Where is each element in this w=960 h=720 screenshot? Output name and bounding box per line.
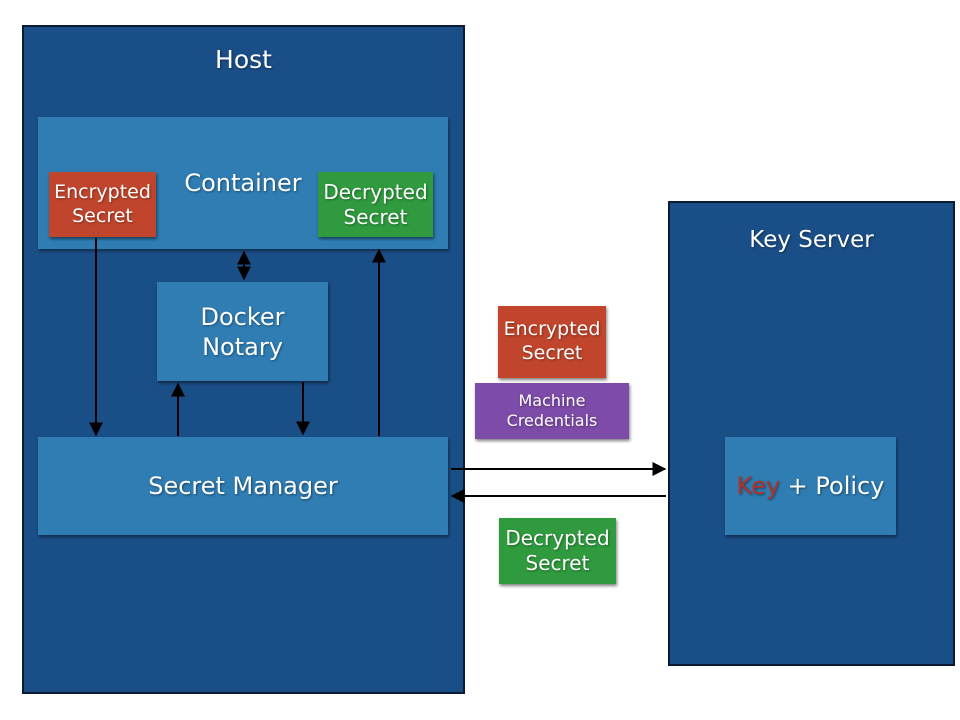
key-word: Key <box>736 472 781 500</box>
transit-encrypted-secret: Encrypted Secret <box>498 306 606 378</box>
host-title: Host <box>215 45 272 74</box>
secret-manager-box: Secret Manager <box>38 437 448 535</box>
chip-line: Credentials <box>506 411 598 430</box>
chip-line: Decrypted <box>323 179 428 204</box>
docker-notary-box: Docker Notary <box>157 282 328 381</box>
key-policy-label: Key + Policy <box>737 472 885 500</box>
chip-line: Machine <box>518 391 586 410</box>
container-decrypted-secret: Decrypted Secret <box>318 172 433 237</box>
container-encrypted-secret: Encrypted Secret <box>49 172 156 237</box>
container-title: Container <box>184 169 302 197</box>
key-server-title: Key Server <box>749 227 874 253</box>
chip-line: Secret <box>525 551 590 575</box>
notary-line: Notary <box>202 332 283 361</box>
policy-word: + Policy <box>780 472 885 500</box>
key-policy-box: Key + Policy <box>725 437 896 535</box>
chip-line: Encrypted <box>503 318 601 341</box>
key-server-box: Key Server <box>668 201 955 666</box>
chip-line: Encrypted <box>54 180 151 203</box>
notary-line: Docker <box>200 302 285 331</box>
chip-line: Secret <box>72 204 133 227</box>
chip-line: Decrypted <box>505 526 610 550</box>
transit-machine-credentials: Machine Credentials <box>475 383 629 439</box>
chip-line: Secret <box>343 204 408 229</box>
transit-decrypted-secret: Decrypted Secret <box>499 518 616 584</box>
secret-manager-label: Secret Manager <box>148 472 338 500</box>
chip-line: Secret <box>521 342 583 364</box>
